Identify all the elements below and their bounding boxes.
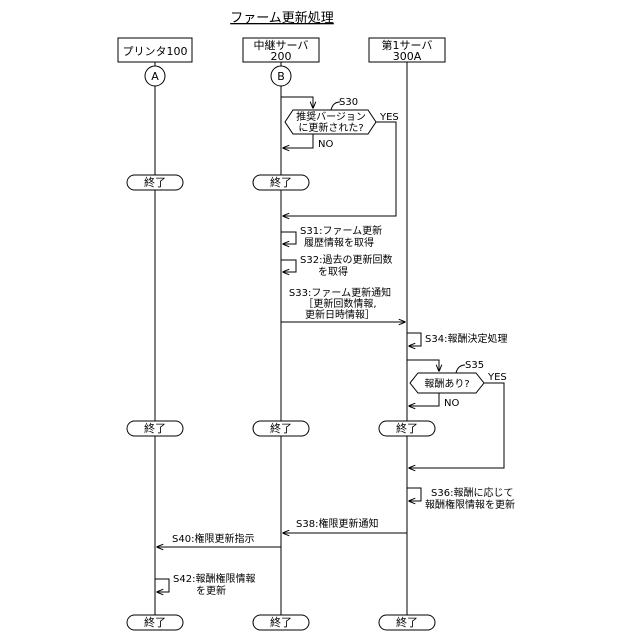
terminal-label: 終了 [270, 175, 292, 189]
terminal-printer-2: 終了 [127, 421, 183, 436]
terminal-label: 終了 [144, 421, 166, 435]
lane-label-relay-number: 200 [271, 50, 292, 63]
s31-text-line1: S31:ファーム更新 [300, 224, 382, 237]
connector-b-label: B [277, 70, 285, 83]
terminal-server-2: 終了 [379, 421, 435, 436]
s32-text-line1: S32:過去の更新回数 [300, 253, 392, 266]
s42-text-line1: S42:報酬権限情報 [173, 572, 255, 585]
s30-no-label: NO [318, 139, 333, 150]
s30-question-line2: に更新された? [298, 121, 363, 134]
s30-question-line1: 推奨バージョン [296, 110, 366, 123]
lane-header-server: 第1サーバ 300A [369, 38, 445, 63]
s34-self-arrow [407, 333, 421, 346]
s33-text-line3: 更新日時情報］ [305, 308, 375, 321]
s40-text: S40:権限更新指示 [172, 532, 254, 545]
diagram-title: ファーム更新処理 [230, 10, 334, 26]
lane-label-server-number: 300A [393, 50, 422, 63]
s31-self-arrow [281, 232, 296, 244]
s30-yes-label: YES [379, 112, 399, 123]
lane-header-printer: プリンタ100 [118, 38, 192, 62]
s30-step-id: S30 [339, 97, 358, 108]
s35-yes-label: YES [487, 372, 507, 383]
s36-text-line1: S36:報酬に応じて [431, 486, 513, 499]
s35-question: 報酬あり? [424, 378, 469, 390]
s31-text-line2: 履歴情報を取得 [304, 236, 374, 249]
s36-text-line2: 報酬権限情報を更新 [425, 498, 515, 511]
s34-text: S34:報酬決定処理 [425, 332, 507, 345]
terminal-relay-2: 終了 [253, 421, 309, 436]
s30-entry-arrow [281, 97, 313, 108]
connector-a-label: A [151, 70, 159, 83]
lane-label-printer: プリンタ100 [123, 45, 188, 58]
s36-self-arrow [407, 488, 421, 501]
s32-self-arrow [281, 260, 296, 272]
s30-yes-arrow [283, 122, 396, 216]
s35-no-label: NO [444, 398, 459, 409]
s42-text-line2: を更新 [196, 584, 226, 597]
lane-header-relay: 中継サーバ 200 [243, 38, 319, 63]
connector-a: A [145, 66, 165, 86]
terminal-relay-3: 終了 [253, 615, 309, 630]
s33-text-line2: ［更新回数情報, [303, 297, 376, 310]
terminal-label: 終了 [270, 615, 292, 629]
terminal-label: 終了 [144, 615, 166, 629]
terminal-relay-1: 終了 [253, 175, 309, 190]
terminal-label: 終了 [396, 615, 418, 629]
s35-entry-arrow [407, 360, 439, 371]
s35-leader [456, 365, 465, 373]
s42-self-arrow [155, 579, 169, 592]
s35-step-id: S35 [465, 360, 484, 371]
connector-b: B [271, 66, 291, 86]
terminal-label: 終了 [270, 421, 292, 435]
terminal-printer-3: 終了 [127, 615, 183, 630]
terminal-server-3: 終了 [379, 615, 435, 630]
s38-text: S38:権限更新通知 [296, 517, 378, 530]
terminal-label: 終了 [144, 175, 166, 189]
s30-no-arrow [283, 134, 313, 148]
s35-no-arrow [409, 393, 439, 406]
terminal-printer-1: 終了 [127, 175, 183, 190]
terminal-label: 終了 [396, 421, 418, 435]
s33-text-line1: S33:ファーム更新通知 [289, 286, 391, 299]
s32-text-line2: を取得 [318, 266, 348, 278]
